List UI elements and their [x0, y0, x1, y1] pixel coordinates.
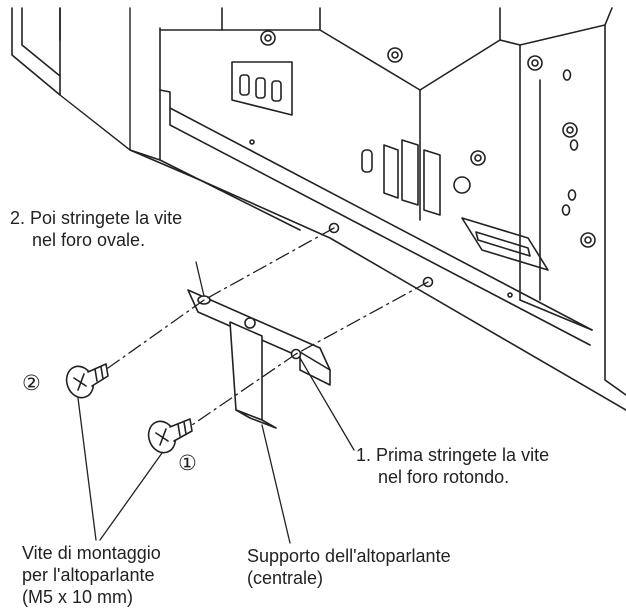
- bracket-line1: Supporto dell'altoparlante: [247, 546, 451, 566]
- leader-lines: [77, 261, 355, 544]
- speaker-chassis: [11, 7, 626, 411]
- step2-line1: 2. Poi stringete la vite: [10, 208, 183, 228]
- screws-line2: per l'altoparlante: [22, 565, 155, 585]
- step1-callout: 1. Prima stringete la vite nel foro roto…: [356, 444, 549, 488]
- speaker-bracket-center: [187, 289, 331, 429]
- marker-two: ②: [22, 371, 41, 395]
- screw-2-icon: [65, 363, 109, 399]
- step2-callout: 2. Poi stringete la vite nel foro ovale.: [10, 207, 182, 251]
- screw-1-icon: [147, 418, 193, 454]
- marker-one: ①: [178, 451, 197, 475]
- screws-line3: (M5 x 10 mm): [22, 587, 134, 607]
- bracket-line2: (centrale): [247, 568, 324, 588]
- bracket-callout: Supporto dell'altoparlante (centrale): [247, 545, 451, 589]
- screws-line1: Vite di montaggio: [22, 543, 161, 563]
- step1-line1: 1. Prima stringete la vite: [356, 445, 550, 465]
- step2-line2: nel foro ovale.: [32, 230, 146, 250]
- screws-callout: Vite di montaggio per l'altoparlante (M5…: [22, 542, 161, 608]
- step1-line2: nel foro rotondo.: [378, 467, 510, 487]
- alignment-lines: [107, 227, 429, 426]
